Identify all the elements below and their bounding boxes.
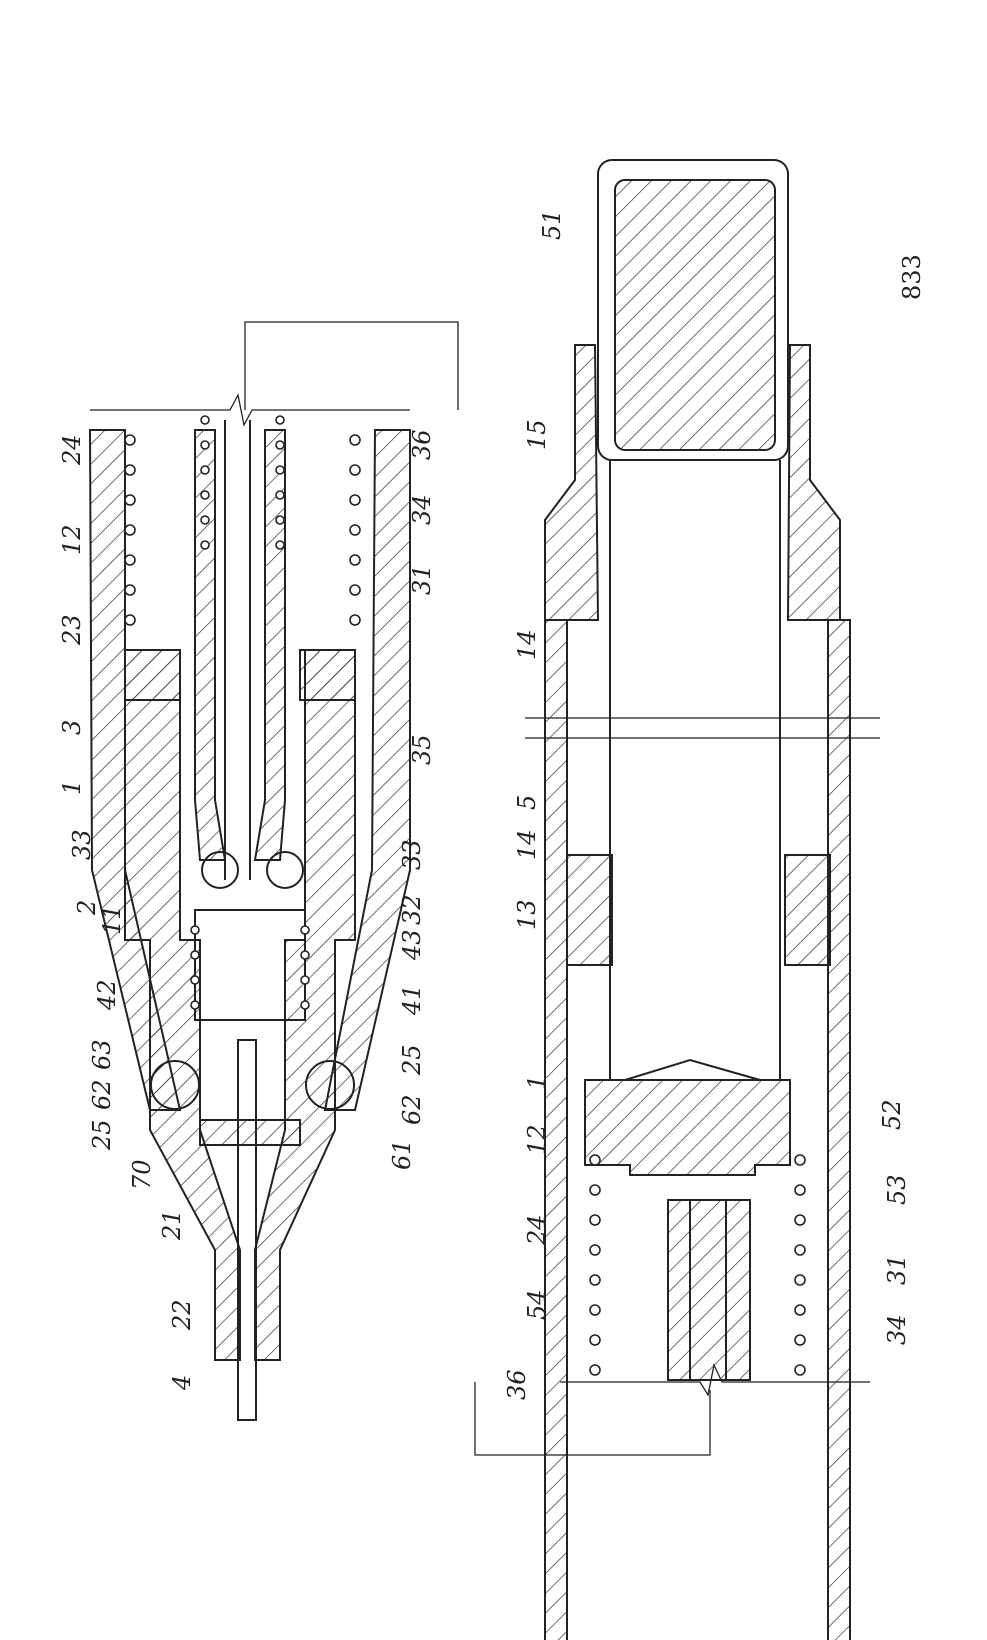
label-63: 63 (88, 1039, 116, 1070)
ball-62-left (150, 1060, 200, 1110)
right-sectional-view: 51 15 14 5 14 13 1 12 24 54 36 52 53 31 … (474, 159, 911, 1640)
collar-13-left (566, 854, 613, 966)
label-52: 52 (878, 1099, 906, 1130)
label-23: 23 (58, 614, 86, 646)
break-line-bottom (560, 1362, 870, 1397)
inner-body-left (124, 649, 241, 1361)
outer-sleeve-left-bottom (323, 429, 411, 1111)
label-1: 1 (58, 780, 86, 795)
label-24-right: 24 (523, 1214, 551, 1246)
label-14-bottom: 14 (513, 829, 541, 860)
label-13: 13 (513, 899, 541, 930)
label-21: 21 (158, 1209, 186, 1241)
barrel-14-right (827, 619, 851, 1640)
label-53: 53 (883, 1174, 911, 1205)
label-34-right: 34 (883, 1314, 911, 1345)
label-62-right: 62 (398, 1094, 426, 1125)
label-34-left: 34 (408, 494, 436, 525)
label-12: 12 (58, 524, 86, 555)
plunger-head (584, 1079, 791, 1176)
plunger-chamber (194, 909, 306, 1021)
label-32: 32 (398, 894, 426, 925)
label-5: 5 (513, 795, 541, 810)
break-line-left-view (90, 393, 410, 427)
label-11: 11 (98, 904, 126, 935)
plunger-cap-70 (199, 1119, 301, 1146)
label-51: 51 (538, 209, 566, 240)
label-41: 41 (398, 984, 426, 1016)
label-25-left: 25 (88, 1119, 116, 1151)
page-number: 833 (898, 254, 926, 300)
label-4: 4 (168, 1375, 196, 1391)
label-33-left: 33 (68, 829, 96, 860)
ball-62-right (305, 1060, 355, 1110)
ball-33-left (201, 851, 239, 889)
label-36-right: 36 (503, 1369, 531, 1400)
label-31-left: 31 (408, 564, 436, 595)
rod-31-core (689, 1199, 727, 1381)
spring-24-right-coils (589, 1154, 806, 1376)
label-1-right: 1 (523, 1075, 551, 1090)
cap-51 (597, 159, 789, 461)
label-31-right: 31 (883, 1254, 911, 1285)
label-22: 22 (168, 1299, 196, 1331)
connector-bracket-top (244, 321, 459, 410)
connector-bracket-bottom (474, 1382, 711, 1456)
label-33-right: 33 (398, 839, 426, 870)
label-62-left: 62 (88, 1079, 116, 1110)
rod-31 (667, 1199, 751, 1381)
collar-23-left (124, 649, 181, 701)
label-24: 24 (58, 434, 86, 466)
label-42: 42 (93, 979, 121, 1011)
label-70: 70 (128, 1159, 156, 1190)
label-12-right: 12 (523, 1124, 551, 1155)
label-14-top: 14 (513, 629, 541, 660)
label-54: 54 (523, 1289, 551, 1320)
label-2: 2 (73, 900, 101, 916)
inner-tube-3-right (253, 429, 286, 861)
collar-23-right (299, 649, 356, 701)
barrel-14-left (544, 619, 568, 1640)
label-25-right: 25 (398, 1044, 426, 1076)
cartridge-plug (614, 179, 776, 451)
ball-33-right (266, 851, 304, 889)
left-sectional-view: 24 12 23 3 1 33 2 11 42 63 62 25 70 21 2… (58, 321, 459, 1421)
spring-24-coils (124, 434, 361, 626)
label-36-left: 36 (408, 429, 436, 460)
plunger-cone (624, 1058, 761, 1081)
nozzle-15-right (786, 344, 841, 621)
spring-34-coils (200, 415, 285, 550)
label-3: 3 (58, 720, 86, 735)
nozzle-15-left (544, 344, 600, 621)
needle-tube-4 (237, 1039, 257, 1421)
label-43: 43 (398, 929, 426, 961)
inner-tube-3-left (194, 429, 227, 861)
spring-43-coils (190, 925, 310, 1010)
label-35: 35 (408, 734, 436, 765)
label-15: 15 (523, 419, 551, 450)
collar-13-right (784, 854, 831, 966)
label-61: 61 (388, 1139, 416, 1170)
